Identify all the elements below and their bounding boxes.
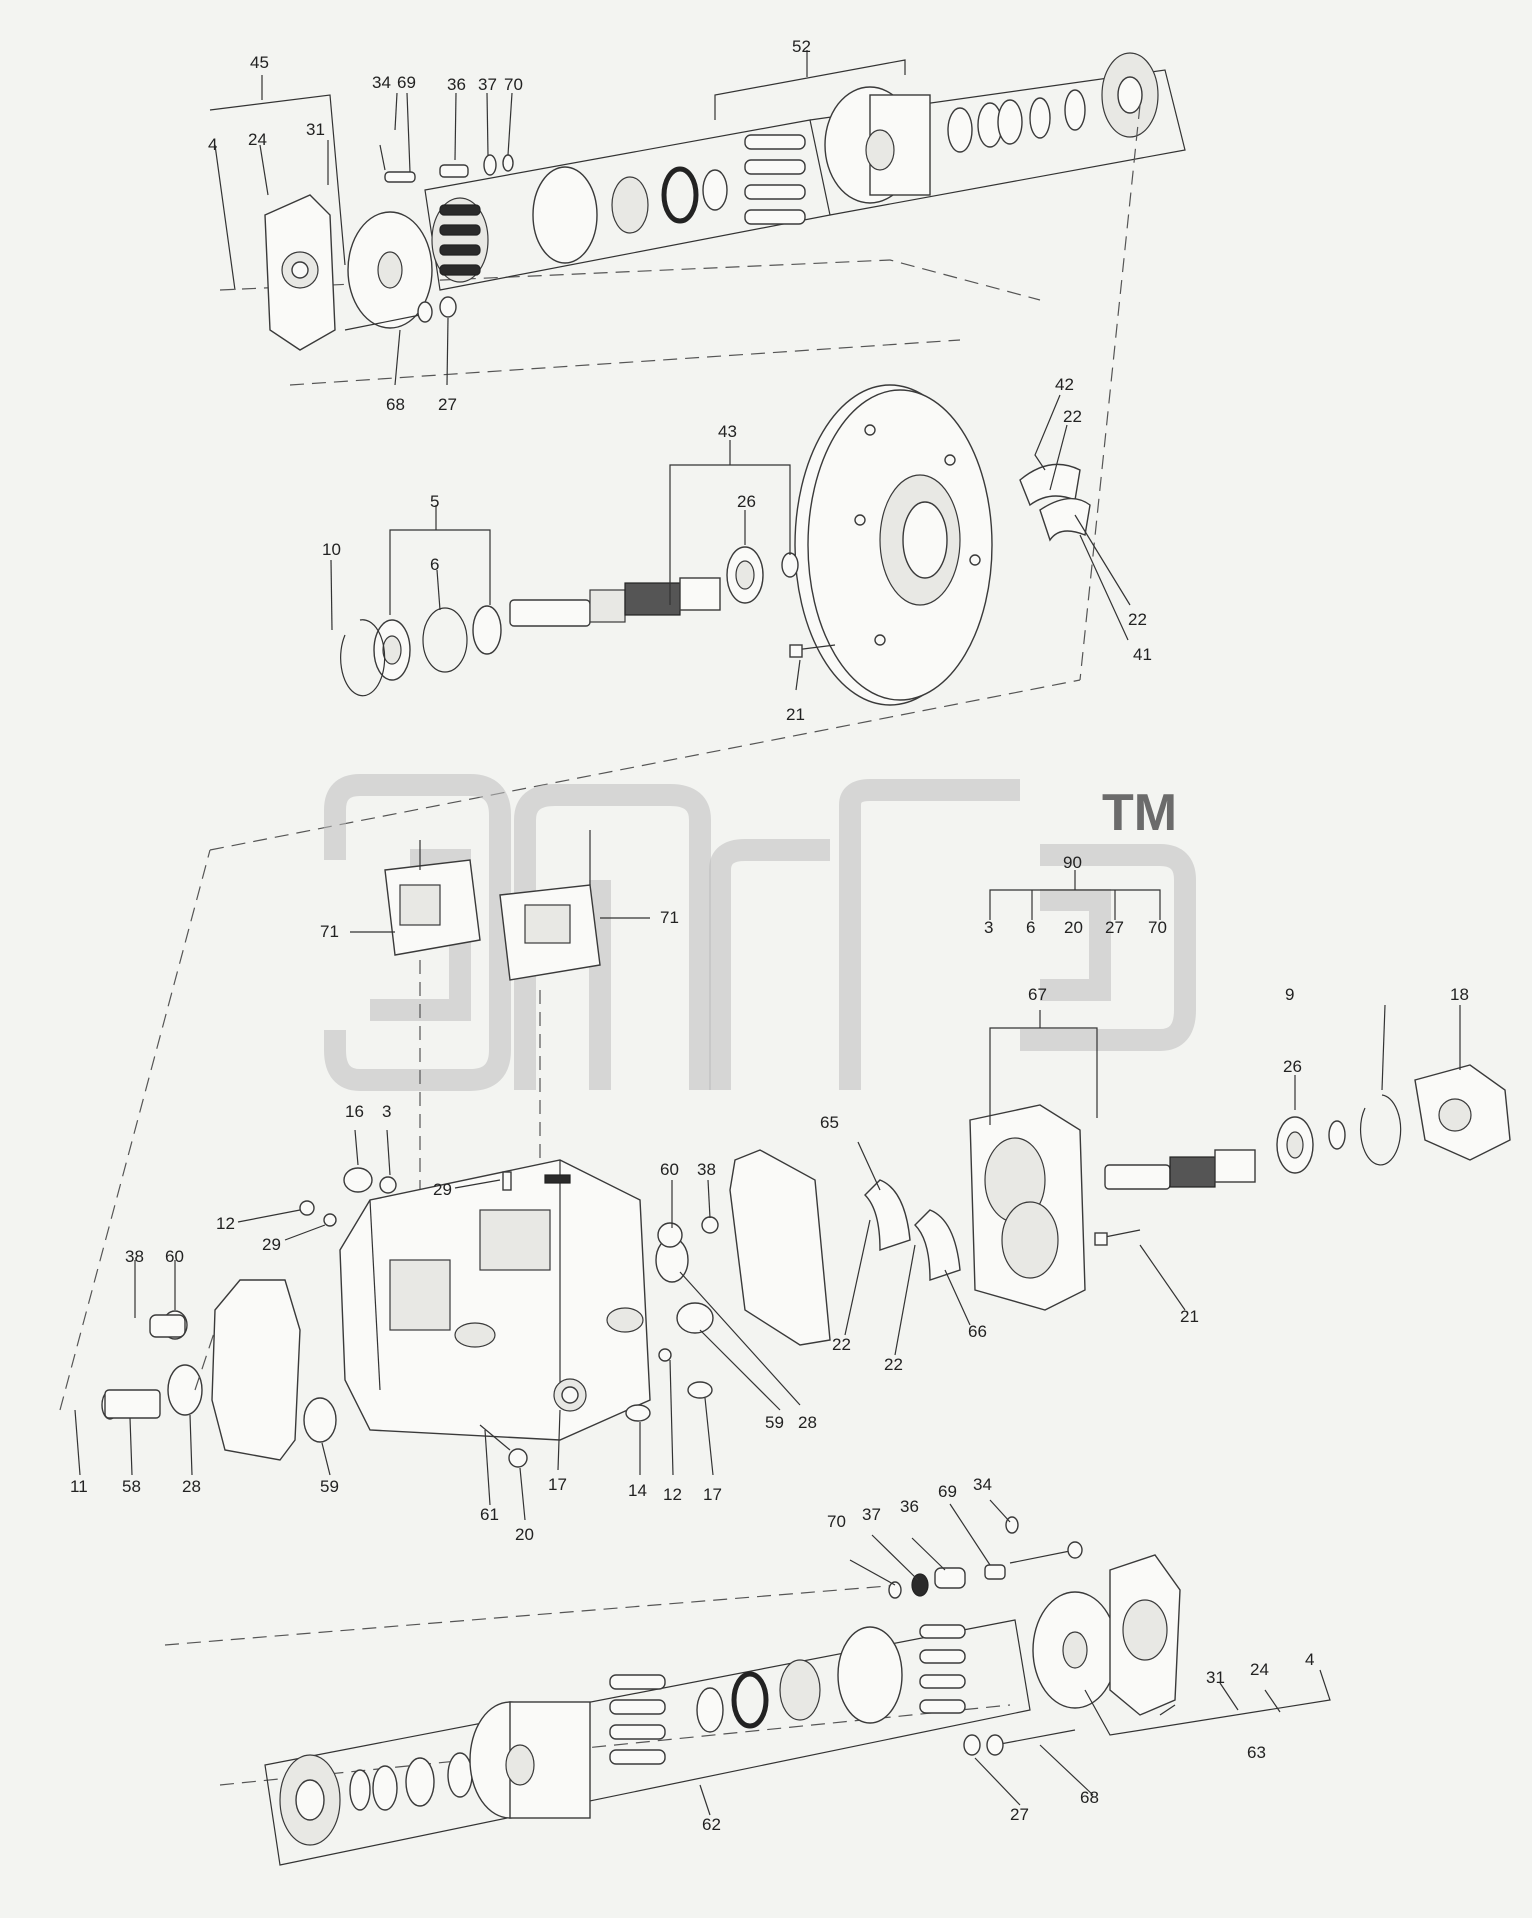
callout-42: 42 <box>1055 375 1074 394</box>
callout-27c: 27 <box>1010 1805 1029 1824</box>
top-rotating-group <box>219 52 1186 386</box>
callout-38a: 38 <box>697 1160 716 1179</box>
callout-66: 66 <box>968 1322 987 1341</box>
callout-60a: 60 <box>660 1160 679 1179</box>
callout-16: 16 <box>345 1102 364 1121</box>
pump-body-group <box>101 830 1511 1468</box>
callout-26b: 26 <box>1283 1057 1302 1076</box>
callout-leaders-bottom <box>699 1499 1331 1816</box>
callout-31: 31 <box>306 120 325 139</box>
callout-70b: 70 <box>1148 918 1167 937</box>
callout-4: 4 <box>208 135 217 154</box>
callout-70c: 70 <box>827 1512 846 1531</box>
callout-59a: 59 <box>765 1413 784 1432</box>
callout-27: 27 <box>438 395 457 414</box>
callout-6: 6 <box>430 555 439 574</box>
callout-69: 69 <box>397 73 416 92</box>
callout-28b: 28 <box>182 1477 201 1496</box>
callout-22b: 22 <box>1128 610 1147 629</box>
callout-41: 41 <box>1133 645 1152 664</box>
callout-61: 61 <box>480 1505 499 1524</box>
callout-52: 52 <box>792 37 811 56</box>
callout-26a: 26 <box>737 492 756 511</box>
callout-58: 58 <box>122 1477 141 1496</box>
callout-21a: 21 <box>786 705 805 724</box>
callout-90: 90 <box>1063 853 1082 872</box>
callout-63: 63 <box>1247 1743 1266 1762</box>
callout-17a: 17 <box>548 1475 567 1494</box>
bottom-rotating-group <box>164 1516 1181 1866</box>
callout-28a: 28 <box>798 1413 817 1432</box>
callout-71b: 71 <box>660 908 679 927</box>
callout-leaders-top <box>209 50 906 386</box>
callout-11: 11 <box>70 1477 88 1496</box>
callout-29b: 29 <box>262 1235 281 1254</box>
callout-34: 34 <box>372 73 391 92</box>
callout-labels: 45 4 24 31 34 69 36 37 70 52 68 27 42 22… <box>70 37 1469 1834</box>
callout-5: 5 <box>430 492 439 511</box>
callout-18: 18 <box>1450 985 1469 1004</box>
callout-34b: 34 <box>973 1475 992 1494</box>
callout-leaders-mid <box>330 394 1131 691</box>
callout-37b: 37 <box>862 1505 881 1524</box>
callout-36: 36 <box>447 75 466 94</box>
callout-12a: 12 <box>216 1214 235 1233</box>
callout-24b: 24 <box>1250 1660 1269 1679</box>
callout-20a: 20 <box>1064 918 1083 937</box>
callout-43: 43 <box>718 422 737 441</box>
callout-37: 37 <box>478 75 497 94</box>
callout-20b: 20 <box>515 1525 534 1544</box>
callout-60b: 60 <box>165 1247 184 1266</box>
callout-14: 14 <box>628 1481 647 1500</box>
callout-29a: 29 <box>433 1180 452 1199</box>
callout-71a: 71 <box>320 922 339 941</box>
callout-24: 24 <box>248 130 267 149</box>
callout-17b: 17 <box>703 1485 722 1504</box>
trademark-mark: TM <box>1102 784 1177 842</box>
callout-9: 9 <box>1285 985 1294 1004</box>
callout-68b: 68 <box>1080 1788 1099 1807</box>
flange-shaft-group <box>209 104 1141 851</box>
callout-22d: 22 <box>884 1355 903 1374</box>
callout-6b: 6 <box>1026 918 1035 937</box>
callout-38b: 38 <box>125 1247 144 1266</box>
callout-27b: 27 <box>1105 918 1124 937</box>
callout-70: 70 <box>504 75 523 94</box>
callout-45: 45 <box>250 53 269 72</box>
callout-22a: 22 <box>1063 407 1082 426</box>
callout-leaders-body <box>59 849 1461 1521</box>
callout-21b: 21 <box>1180 1307 1199 1326</box>
callout-10: 10 <box>322 540 341 559</box>
callout-59b: 59 <box>320 1477 339 1496</box>
callout-4b: 4 <box>1305 1650 1314 1669</box>
callout-69b: 69 <box>938 1482 957 1501</box>
callout-12b: 12 <box>663 1485 682 1504</box>
callout-68: 68 <box>386 395 405 414</box>
callout-65: 65 <box>820 1113 839 1132</box>
callout-67: 67 <box>1028 985 1047 1004</box>
callout-22c: 22 <box>832 1335 851 1354</box>
callout-31b: 31 <box>1206 1668 1225 1687</box>
callout-36b: 36 <box>900 1497 919 1516</box>
callout-3a: 3 <box>984 918 993 937</box>
watermark-logo: TM <box>324 774 1196 1091</box>
callout-62: 62 <box>702 1815 721 1834</box>
callout-3b: 3 <box>382 1102 391 1121</box>
